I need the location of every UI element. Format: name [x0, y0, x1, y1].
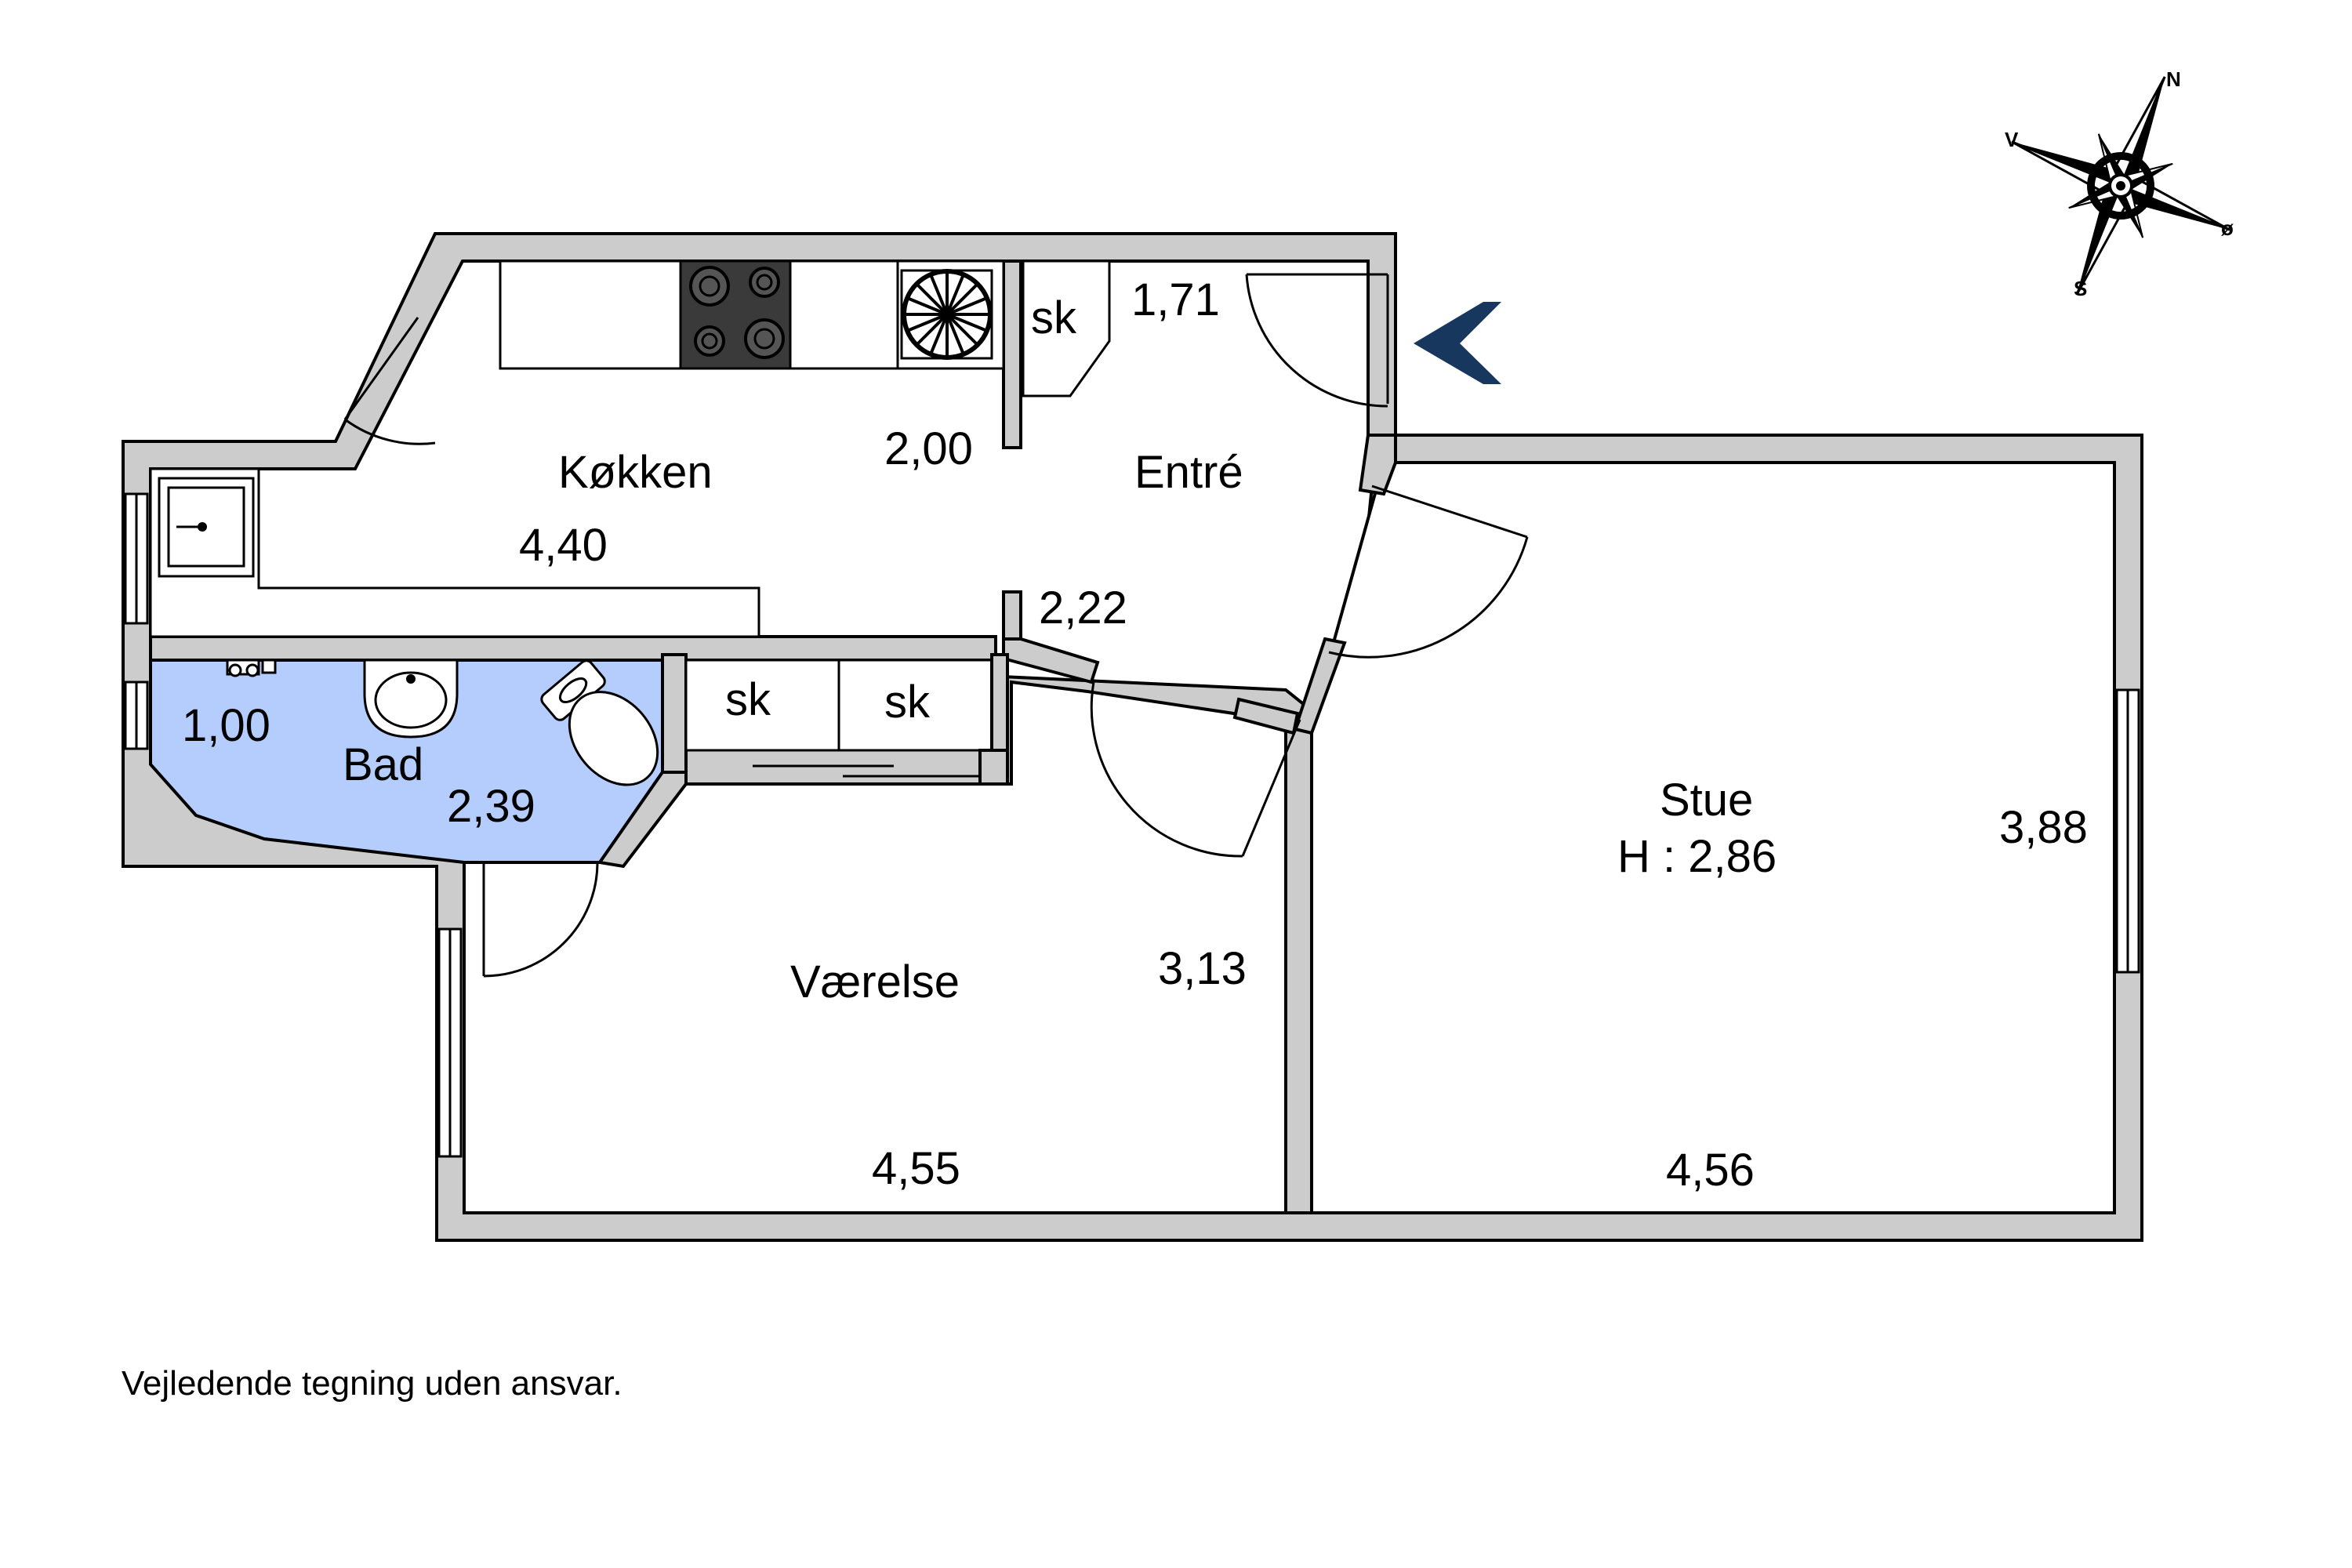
bedroom-name: Værelse — [790, 956, 960, 1007]
interior-walls — [149, 260, 1397, 1214]
boiler — [900, 269, 993, 360]
living-dim-b: 3,88 — [1999, 802, 2088, 853]
living-dim-a: 4,56 — [1666, 1145, 1755, 1196]
kitchen-fixtures — [149, 260, 1005, 638]
shower-tap-icon — [226, 659, 277, 677]
entry-closet — [1022, 260, 1111, 397]
entry-dim-b: 2,22 — [1039, 583, 1127, 633]
kitchen-name: Køkken — [558, 447, 713, 498]
bedroom-closet-right — [837, 659, 993, 752]
kitchen-back-door — [343, 317, 419, 420]
compass-east: ø — [2221, 216, 2234, 240]
toilet — [540, 659, 659, 786]
bath-dim-b: 2,39 — [447, 781, 535, 832]
bath-fixtures — [226, 659, 659, 786]
kitchen-dim-width: 4,40 — [519, 520, 608, 571]
bedroom-closet-left-label: sk — [725, 674, 771, 725]
kitchen-counter-l — [149, 467, 760, 638]
disclaimer-note: Vejledende tegning uden ansvar. — [122, 1364, 622, 1403]
bedroom-closet-left — [684, 659, 840, 752]
compass-rose-icon: N V ø S — [2005, 67, 2234, 300]
entry-closet-label: sk — [1031, 292, 1077, 343]
bedroom-closet-right-label: sk — [884, 677, 931, 728]
bedroom-dim-a: 4,55 — [872, 1143, 960, 1194]
entrance-arrow-icon — [1414, 302, 1501, 384]
compass-north: N — [2166, 67, 2181, 91]
closets — [684, 260, 1111, 786]
windows — [124, 492, 2140, 1158]
doors — [343, 273, 1529, 978]
living-height: H : 2,86 — [1617, 831, 1777, 882]
compass-south: S — [2074, 277, 2087, 300]
living-room-door — [1371, 485, 1528, 539]
compass-west: V — [2005, 128, 2019, 151]
entry-dim-a: 1,71 — [1131, 274, 1220, 325]
living-name: Stue — [1660, 775, 1753, 826]
bath-name: Bad — [343, 739, 423, 790]
bedroom-door — [1241, 719, 1301, 857]
kitchen-dim-depth: 2,00 — [884, 423, 973, 474]
entry-name: Entré — [1134, 447, 1243, 498]
bath-dim-a: 1,00 — [182, 700, 270, 751]
labels: Køkken 4,40 2,00 Entré 1,71 2,22 sk sk s… — [182, 274, 2088, 1196]
bedroom-dim-b: 3,13 — [1158, 943, 1247, 994]
